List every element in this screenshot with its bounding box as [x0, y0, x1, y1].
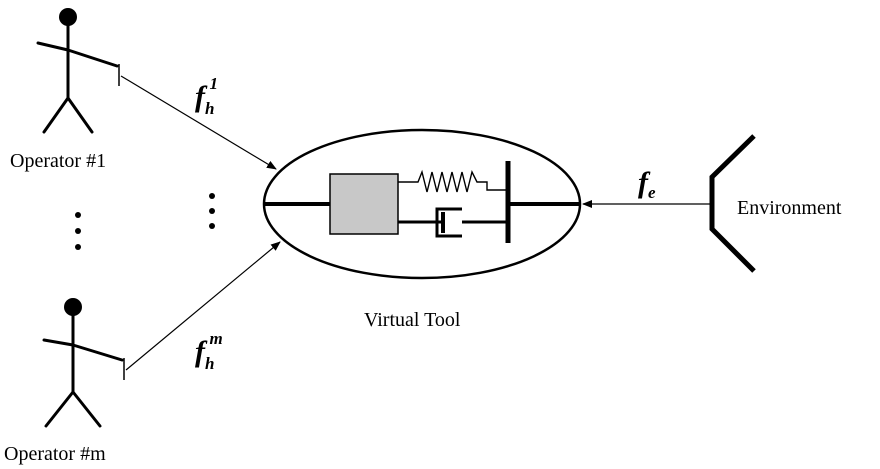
forces-ellipsis: [209, 193, 215, 229]
operator-1-figure: [36, 8, 119, 134]
damper-cylinder: [435, 207, 462, 238]
environment-label: Environment: [737, 197, 842, 219]
operator-1-head: [59, 8, 77, 26]
force-label-operator-1: fh1: [195, 74, 218, 118]
force-label-environment: fe: [638, 166, 656, 202]
spring: [398, 169, 508, 193]
operator-m-label: Operator #m: [4, 443, 106, 465]
operator-m-figure: [42, 298, 124, 428]
force-label-operator-m: fhm: [195, 329, 223, 373]
operator-m-head: [64, 298, 82, 316]
mass-block: [329, 173, 399, 235]
operators-ellipsis: [75, 212, 81, 250]
environment-wall: [709, 134, 756, 273]
operator-1-label: Operator #1: [10, 150, 106, 172]
force-arrow-operator-m: [125, 241, 281, 371]
virtual-tool-label: Virtual Tool: [364, 309, 461, 331]
virtual-tool-mechanism: [264, 161, 580, 243]
force-arrow-operator-1: [120, 75, 277, 170]
